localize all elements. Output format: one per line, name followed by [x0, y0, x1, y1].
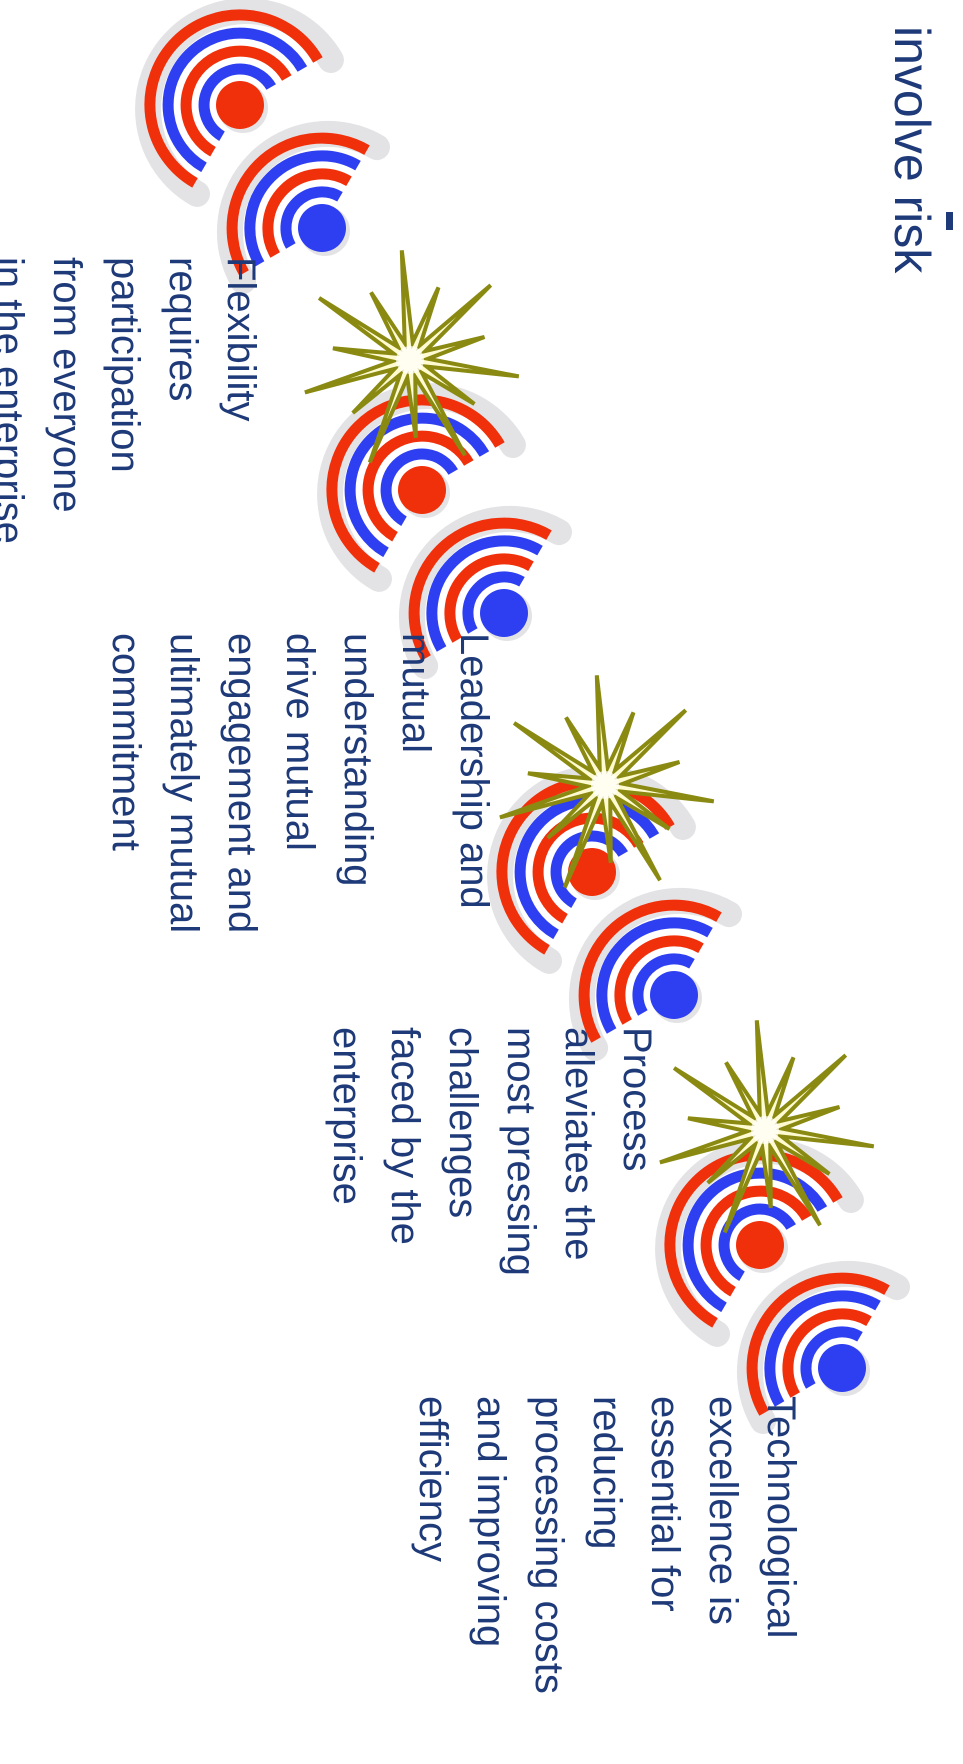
item-line: Leadership and	[445, 633, 503, 933]
item-line: Flexibility	[212, 257, 270, 544]
item-line: mutual	[387, 633, 445, 933]
page-title: involve risk	[882, 26, 942, 273]
red-dot	[398, 466, 446, 514]
item-line: Technological	[752, 1396, 810, 1694]
item-line: faced by the	[376, 1027, 434, 1276]
title-text: involve risk	[884, 26, 940, 273]
item-line: requires	[154, 257, 212, 544]
item-line: in the enterprise	[0, 257, 38, 544]
item-line: from everyone	[38, 257, 96, 544]
wave-flexibility	[148, 11, 377, 281]
item-text-flexibility: Flexibility requires participation from …	[0, 257, 270, 544]
item-line: challenges	[434, 1027, 492, 1276]
starburst-glow	[591, 771, 619, 799]
wave-process	[500, 778, 729, 1048]
item-line: essential for	[636, 1396, 694, 1694]
red-dot	[216, 81, 264, 129]
blue-dot	[298, 204, 346, 252]
item-line: ultimately mutual	[155, 633, 213, 933]
item-line: engagement and	[213, 633, 271, 933]
blue-dot	[818, 1344, 866, 1392]
item-text-process: Process alleviates the most pressing cha…	[318, 1027, 666, 1276]
item-line: processing costs	[520, 1396, 578, 1694]
item-line: commitment	[97, 633, 155, 933]
item-line: participation	[96, 257, 154, 544]
item-line: reducing	[578, 1396, 636, 1694]
red-dot	[736, 1221, 784, 1269]
wave-leadership	[330, 396, 559, 666]
starburst-glow	[396, 346, 424, 374]
item-line: most pressing	[492, 1027, 550, 1276]
item-line: excellence is	[694, 1396, 752, 1694]
item-line: Process	[608, 1027, 666, 1276]
item-line: alleviates the	[550, 1027, 608, 1276]
item-text-technology: Technological excellence is essential fo…	[404, 1396, 810, 1694]
item-line: efficiency	[404, 1396, 462, 1694]
blue-dot	[480, 589, 528, 637]
item-line: understanding	[329, 633, 387, 933]
item-line: and improving	[462, 1396, 520, 1694]
item-line: drive mutual	[271, 633, 329, 933]
starburst-glow	[751, 1116, 779, 1144]
item-line: enterprise	[318, 1027, 376, 1276]
item-text-leadership: Leadership and mutual understanding driv…	[97, 633, 503, 933]
wave-technology	[668, 1151, 897, 1421]
title-mark	[946, 212, 953, 230]
blue-dot	[650, 971, 698, 1019]
